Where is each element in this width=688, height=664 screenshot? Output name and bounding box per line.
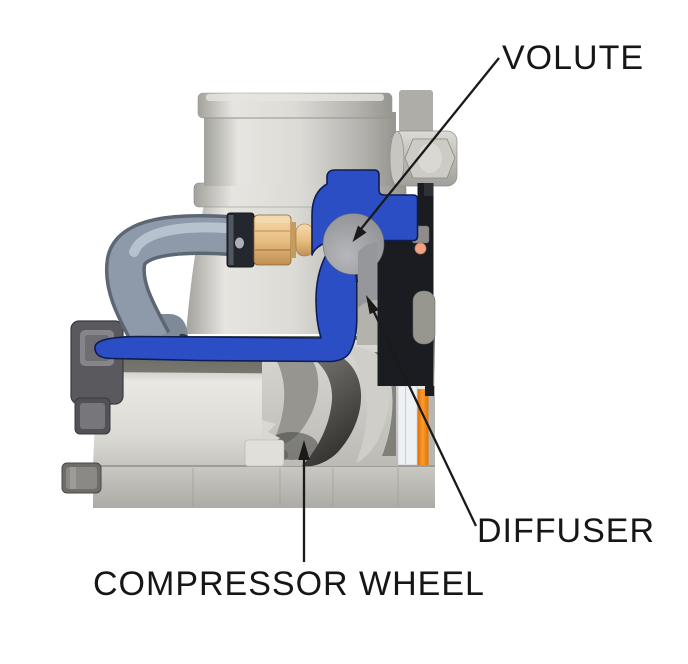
brass-fitting	[253, 214, 314, 266]
arrowhead-wheel	[298, 440, 310, 460]
leader-line-volute	[360, 57, 500, 230]
brass-facet-top	[255, 216, 290, 223]
clamp-screw	[235, 237, 244, 249]
housing-bottom-band	[93, 466, 435, 508]
spacer-strip-gray	[428, 386, 435, 465]
pin-cross-section	[414, 242, 427, 255]
o-ring-orange	[417, 389, 429, 465]
label-compressor-wheel: COMPRESSOR WHEEL	[93, 565, 485, 603]
housing-nub	[61, 462, 102, 494]
bracket-lower-face	[80, 403, 105, 429]
annotations	[298, 57, 500, 562]
hose-clamp	[226, 212, 255, 268]
brass-ring	[291, 222, 296, 258]
label-volute: VOLUTE	[502, 39, 645, 77]
hose-highlight	[129, 222, 242, 257]
bolt-boss	[389, 130, 458, 187]
leader-line-diffuser	[371, 309, 478, 527]
clamp-highlight	[228, 215, 234, 265]
wheel-nose	[244, 439, 285, 467]
rear-column	[399, 90, 433, 140]
backplate-corner	[424, 183, 434, 196]
nub-highlight	[70, 467, 76, 489]
backplate-tab	[425, 386, 434, 396]
brass-nipple	[295, 223, 314, 257]
wheel-blade	[266, 346, 319, 449]
backplate-boss	[412, 290, 436, 345]
mounting-bracket	[70, 320, 124, 435]
backplate	[377, 183, 436, 396]
label-diffuser: DIFFUSER	[477, 512, 655, 550]
diffuser-passage	[358, 242, 378, 308]
inlet-rim-highlight	[206, 94, 384, 101]
seal-strips	[397, 385, 435, 466]
arrowhead-diffuser	[366, 295, 379, 315]
arrowhead-volute	[352, 225, 367, 242]
wheel-blade-dark	[300, 350, 362, 467]
boss-bolt-face	[418, 143, 442, 173]
hose-tube	[108, 217, 239, 349]
